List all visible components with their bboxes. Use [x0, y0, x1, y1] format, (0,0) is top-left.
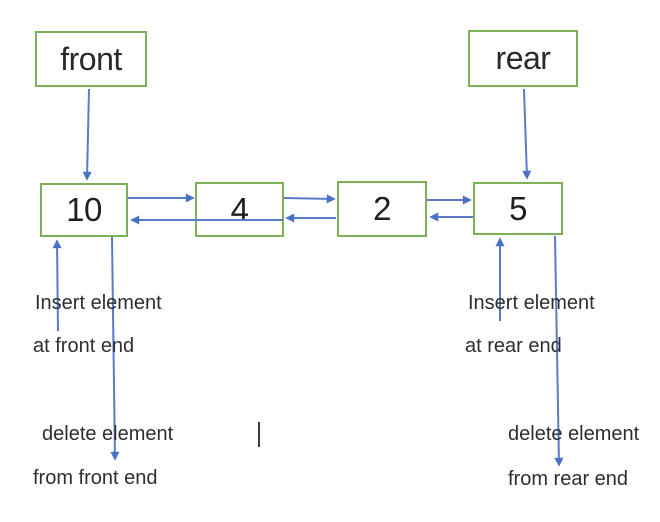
node-box-4: 4 [195, 182, 284, 237]
delete-rear-label-line1: delete element [508, 423, 640, 445]
arrow-insert-front [52, 239, 62, 332]
delete-front-label-line1: delete element [42, 423, 174, 445]
arrow-4-to-2 [283, 194, 336, 204]
arrow-front-to-10 [82, 88, 92, 181]
insert-rear-label-line2: at rear end [465, 335, 562, 357]
node-value: 4 [230, 190, 249, 228]
text-cursor-bar [258, 422, 260, 447]
node-value: 5 [509, 189, 527, 227]
insert-rear-label-line1: Insert element [468, 292, 595, 314]
arrow-rear-to-5 [522, 88, 532, 180]
node-box-2: 2 [337, 181, 427, 237]
node-box-5: 5 [473, 182, 563, 235]
front-pointer-box: front [35, 31, 147, 87]
rear-pointer-label: rear [495, 40, 551, 76]
insert-front-label-line2: at front end [33, 335, 135, 357]
rear-pointer-box: rear [468, 30, 578, 87]
node-value: 10 [66, 191, 102, 228]
insert-front-label-line1: Insert element [35, 292, 162, 314]
delete-front-label-line2: from front end [33, 467, 158, 489]
delete-rear-label-line2: from rear end [508, 468, 629, 490]
front-pointer-label: front [60, 40, 122, 77]
node-value: 2 [373, 190, 391, 227]
node-box-10: 10 [40, 183, 128, 237]
